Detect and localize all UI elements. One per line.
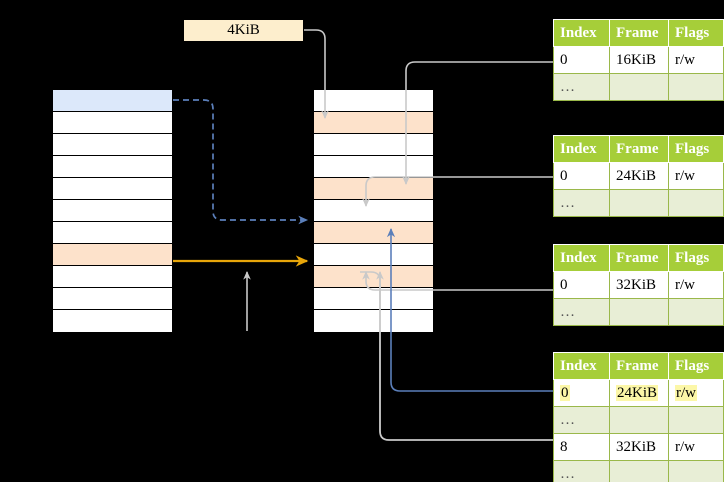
page-size-label: 4KiB	[183, 19, 304, 42]
physical-frame-cell-3	[314, 156, 433, 178]
cell-flags	[668, 189, 724, 217]
virtual-page-cell-5	[53, 200, 172, 222]
physical-frame-cell-10	[314, 310, 433, 332]
cell-index: 0	[553, 46, 610, 74]
cell-frame: 24KiB	[609, 379, 669, 407]
highlighted-value: 24KiB	[616, 384, 659, 401]
cell-flags	[668, 406, 724, 434]
column-header-frame: Frame	[609, 135, 669, 163]
cell-flags: r/w	[668, 433, 724, 461]
column-header-index: Index	[553, 135, 610, 163]
column-header-frame: Frame	[609, 19, 669, 47]
cell-frame: 32KiB	[609, 433, 669, 461]
physical-frame-cell-8	[314, 266, 433, 288]
highlighted-value: r/w	[675, 384, 697, 401]
table-row: …	[553, 298, 724, 326]
cell-frame	[609, 189, 669, 217]
table-row: …	[553, 460, 724, 482]
cell-frame	[609, 406, 669, 434]
virtual-address-space-column	[52, 89, 173, 332]
table-row: …	[553, 189, 724, 217]
cell-frame	[609, 298, 669, 326]
physical-frame-cell-0	[314, 90, 433, 112]
cell-flags: r/w	[668, 271, 724, 299]
cell-flags	[668, 73, 724, 101]
column-header-flags: Flags	[668, 135, 724, 163]
virtual-page-cell-8	[53, 266, 172, 288]
cell-index: …	[553, 406, 610, 434]
column-header-frame: Frame	[609, 352, 669, 380]
cell-flags: r/w	[668, 46, 724, 74]
table-row: …	[553, 406, 724, 434]
cell-flags	[668, 460, 724, 482]
cell-flags: r/w	[668, 379, 724, 407]
cell-flags: r/w	[668, 162, 724, 190]
cell-index: …	[553, 73, 610, 101]
cell-index: …	[553, 460, 610, 482]
virtual-page-cell-9	[53, 288, 172, 310]
table-row: …	[553, 73, 724, 101]
physical-frame-cell-5	[314, 200, 433, 222]
cell-frame: 16KiB	[609, 46, 669, 74]
virtual-page-cell-0	[53, 90, 172, 112]
physical-frame-cell-9	[314, 288, 433, 310]
physical-frame-cell-7	[314, 244, 433, 266]
column-header-frame: Frame	[609, 244, 669, 272]
cell-frame	[609, 460, 669, 482]
virtual-page-cell-6	[53, 222, 172, 244]
column-header-index: Index	[553, 352, 610, 380]
cell-frame: 32KiB	[609, 271, 669, 299]
virtual-page-cell-3	[53, 156, 172, 178]
physical-frame-cell-6	[314, 222, 433, 244]
cell-index: 0	[553, 379, 610, 407]
wire-virtual-to-physical-dashed	[173, 99, 309, 225]
physical-frame-cell-2	[314, 134, 433, 156]
cell-index: 8	[553, 433, 610, 461]
cell-index: …	[553, 298, 610, 326]
column-header-flags: Flags	[668, 244, 724, 272]
column-header-index: Index	[553, 244, 610, 272]
physical-frame-cell-1	[314, 112, 433, 134]
virtual-page-cell-4	[53, 178, 172, 200]
column-header-flags: Flags	[668, 352, 724, 380]
cell-frame: 24KiB	[609, 162, 669, 190]
column-header-index: Index	[553, 19, 610, 47]
column-header-flags: Flags	[668, 19, 724, 47]
cell-frame	[609, 73, 669, 101]
cell-index: 0	[553, 162, 610, 190]
virtual-page-cell-1	[53, 112, 172, 134]
cell-flags	[668, 298, 724, 326]
cell-index: 0	[553, 271, 610, 299]
table-row: 0 24KiB r/w	[553, 379, 724, 407]
virtual-page-cell-2	[53, 134, 172, 156]
physical-frame-cell-4	[314, 178, 433, 200]
virtual-page-cell-10	[53, 310, 172, 332]
cell-index: …	[553, 189, 610, 217]
virtual-page-cell-7	[53, 244, 172, 266]
physical-memory-column	[313, 89, 434, 332]
highlighted-value: 0	[560, 384, 570, 401]
